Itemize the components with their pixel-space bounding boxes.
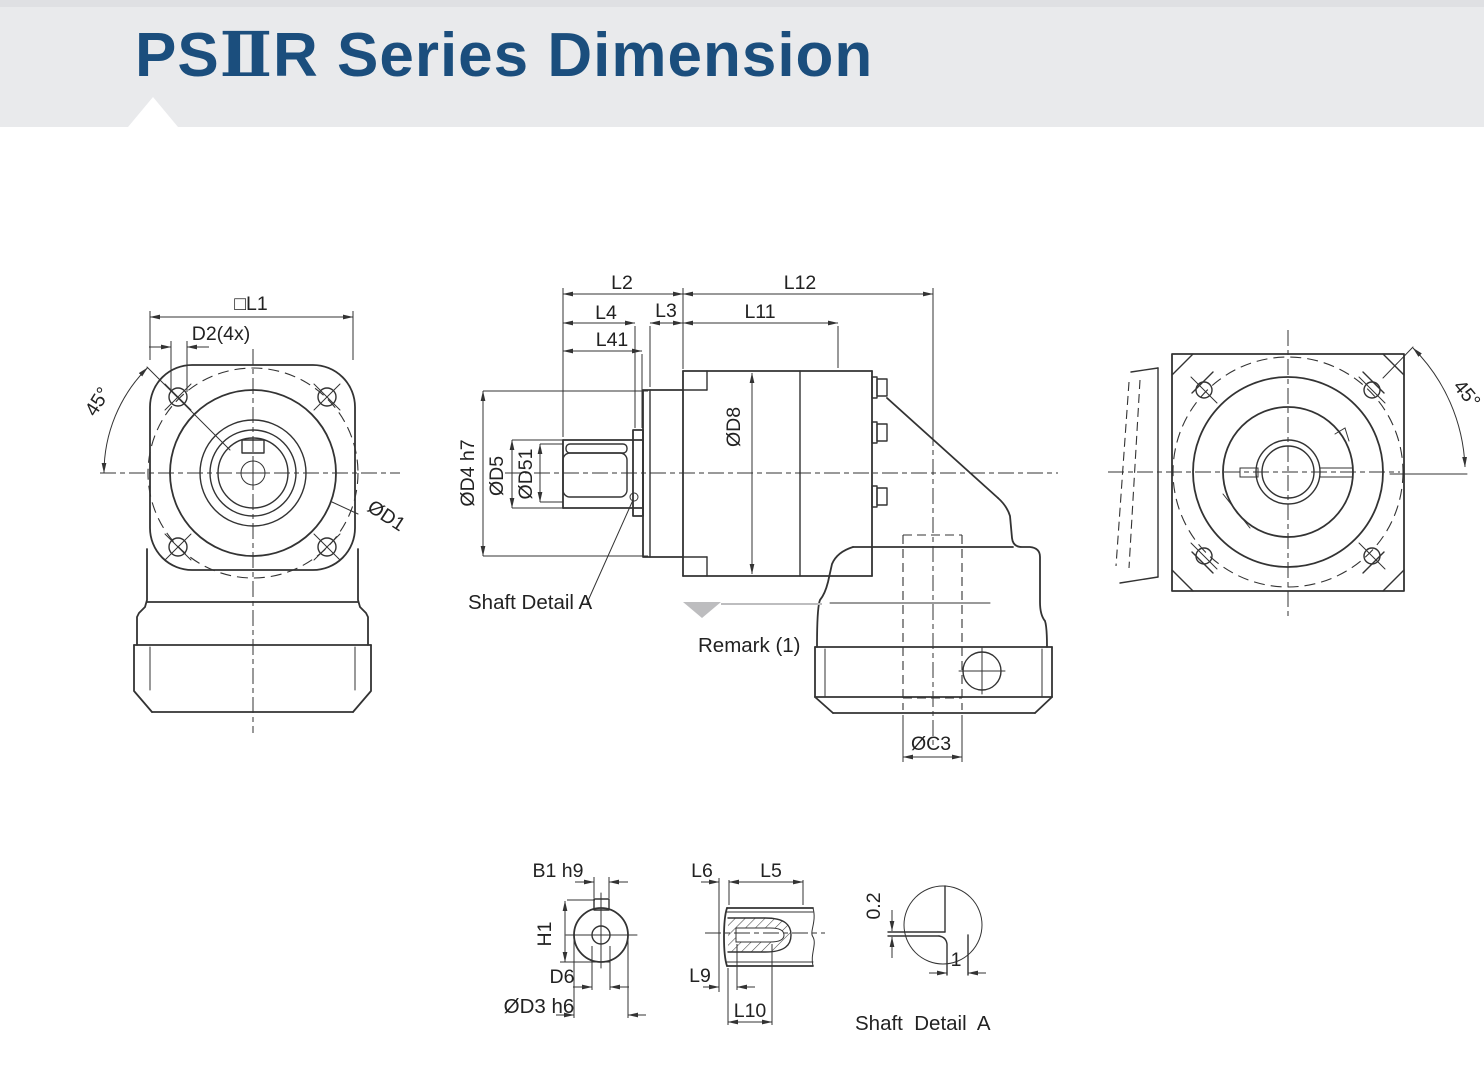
shaft-section-dimensions — [556, 877, 646, 1018]
page-title: PSⅡR Series Dimension — [135, 18, 873, 91]
dim-label-l41: L41 — [596, 329, 629, 351]
rear-view-taper-behind — [1115, 367, 1159, 584]
dim-label-l2: L2 — [611, 272, 633, 294]
dim-label-l1: □L1 — [234, 293, 267, 315]
shaft-cross-section-detail: B1 h9 H1 D6 ØD3 h6 — [504, 860, 646, 1018]
front-view: □L1 D2(4x) 45° ØD1 — [81, 293, 409, 733]
front-view-dimensions — [101, 311, 359, 515]
side-view-adapter — [814, 397, 1053, 714]
side-view-dimensions — [480, 288, 963, 762]
dim-label-l5: L5 — [760, 860, 782, 882]
dim-label-d3: ØD3 h6 — [504, 995, 575, 1018]
rear-view-flange — [1171, 353, 1405, 592]
side-view: L2 L12 L4 L3 L11 L41 ØD4 h7 ØD5 ØD51 ØD8… — [457, 272, 1058, 762]
dim-label-l12: L12 — [784, 272, 817, 294]
dim-label-d4: ØD4 h7 — [457, 439, 479, 506]
header-notch-triangle — [128, 97, 178, 127]
key-slot-section-detail: L6 L5 L9 L10 — [689, 860, 825, 1025]
rear-view-angle-dimension — [1382, 346, 1468, 475]
dim-label-d2: D2(4x) — [192, 323, 251, 345]
front-view-outline — [147, 364, 359, 579]
front-view-body — [133, 548, 372, 713]
dim-label-l11: L11 — [744, 301, 775, 323]
side-view-housing — [642, 370, 873, 577]
remark-label: Remark (1) — [698, 634, 801, 657]
dim-label-l4: L4 — [595, 302, 617, 324]
page-header: PSⅡR Series Dimension — [0, 0, 1484, 127]
shaft-detail-dimensions — [889, 910, 986, 976]
dim-label-d51: ØD51 — [515, 449, 537, 500]
title-rest: R Series Dimension — [272, 21, 874, 90]
remark-pointer-triangle — [683, 602, 721, 618]
header-top-strip — [0, 0, 1484, 7]
dim-label-d6: D6 — [550, 966, 575, 988]
title-ps: PS — [135, 21, 220, 90]
rear-view-screw-holes — [1190, 376, 1386, 570]
dim-label-l3: L3 — [655, 300, 677, 322]
shaft-detail-ref-label: Shaft Detail A — [468, 591, 593, 614]
dim-label-l9: L9 — [689, 965, 711, 987]
dim-label-c3: ØC3 — [911, 733, 951, 755]
shaft-detail-a: 0.2 1 Shaft Detail A — [855, 885, 991, 1035]
dim-label-rear-45: 45° — [1449, 376, 1484, 413]
shaft-detail-caption: Shaft Detail A — [855, 1012, 991, 1035]
dim-label-d1: ØD1 — [363, 496, 409, 536]
key-section-dimensions — [701, 878, 804, 1025]
dim-label-step-depth: 0.2 — [863, 892, 885, 919]
dim-label-b1: B1 h9 — [533, 860, 584, 882]
rear-view-centerlines — [1108, 330, 1400, 618]
side-view-centerlines — [505, 430, 1058, 745]
dim-label-d5: ØD5 — [486, 456, 508, 496]
dim-label-front-45: 45° — [81, 383, 115, 420]
rear-view: 45° — [1108, 330, 1484, 618]
dim-label-l10: L10 — [734, 1000, 767, 1022]
dim-label-d8: ØD8 — [723, 407, 745, 447]
dimension-drawing: □L1 D2(4x) 45° ØD1 — [81, 272, 1484, 1035]
side-view-bolts — [871, 376, 888, 508]
dim-label-h1: H1 — [534, 922, 556, 947]
front-view-bolt-holes — [164, 383, 341, 561]
dim-label-step-width: 1 — [951, 949, 962, 971]
title-roman-numeral: Ⅱ — [219, 18, 273, 91]
dim-label-l6: L6 — [691, 860, 713, 882]
